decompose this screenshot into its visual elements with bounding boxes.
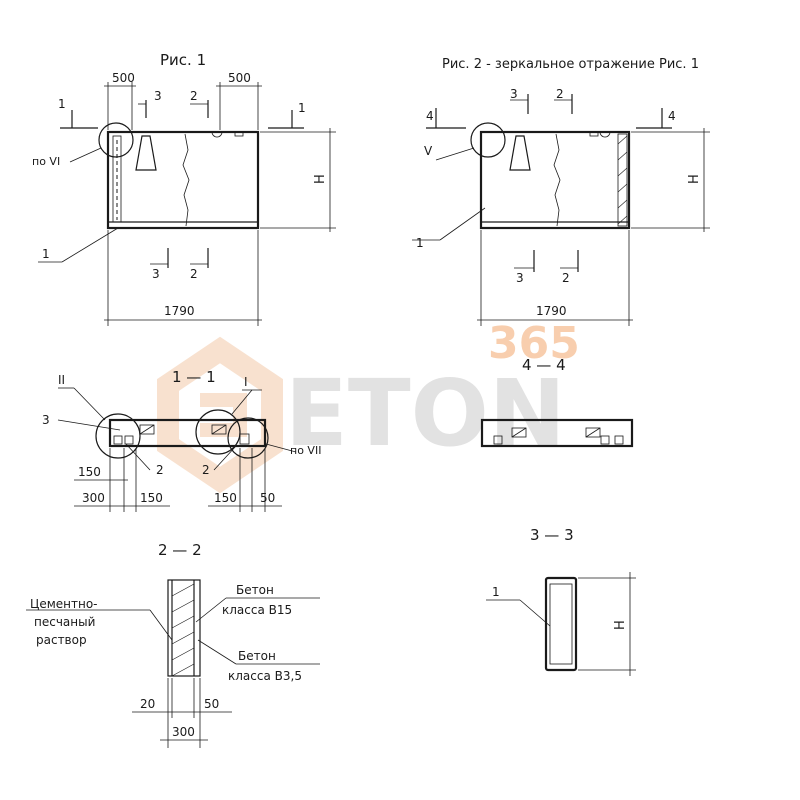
fig1-node-circle: [98, 122, 134, 158]
fig1-top-slot: [234, 131, 244, 137]
sec11-item2-right-label: 2: [202, 463, 210, 477]
fig2-section2-top-label: 2: [556, 87, 564, 101]
sec11-small-box-right: [239, 433, 250, 445]
watermark: ETON 365: [157, 318, 580, 494]
sec44-small-box-mid: [600, 435, 610, 445]
sec22-mortar-label-2: песчаный: [34, 615, 95, 629]
fig2-lifting-loop-icon: [509, 135, 531, 171]
sec22-title: 2 — 2: [158, 541, 202, 559]
fig1-section3-top-label: 3: [154, 89, 162, 103]
fig1-section3-bottom-label: 3: [152, 267, 160, 281]
sec22-concrete-b35-label-2: класса B3,5: [228, 669, 302, 683]
section-2-2: 2 — 2 Цементно- песчаный раствор Бетон к…: [26, 541, 320, 748]
fig2-right-edge-insulation: [617, 133, 628, 227]
sec11-node-i-label: I: [244, 375, 248, 389]
fig1-panel-outline: [106, 130, 260, 230]
fig1-section2-bottom-label: 2: [190, 267, 198, 281]
fig1-section1-left-label: 1: [58, 97, 66, 111]
sec11-node-i-circle: [195, 409, 241, 455]
sec44-title: 4 — 4: [522, 356, 566, 374]
sec11-node-vii-label: по VII: [290, 444, 321, 457]
sec22-concrete-b15-label-1: Бетон: [236, 583, 274, 597]
fig1-section1-right-label: 1: [298, 101, 306, 115]
section-4-4: 4 — 4: [480, 356, 634, 448]
sec33-title: 3 — 3: [530, 526, 574, 544]
fig2-section4-right-label: 4: [668, 109, 676, 123]
sec33-inner: [549, 583, 573, 665]
fig1-item-label: 1: [42, 247, 50, 261]
sec11-dim-150-a-label: 150: [78, 465, 101, 479]
fig2-dim-1790-label: 1790: [536, 304, 567, 318]
fig2-dim-height-label: Н: [687, 174, 702, 184]
sec22-concrete-hatch: [171, 583, 195, 677]
sec33-outline: [544, 576, 578, 672]
fig1-notch: [211, 131, 223, 138]
sec11-small-box-left: [113, 435, 123, 445]
sec22-mortar-label-3: раствор: [36, 633, 87, 647]
sec22-concrete-b15-label-2: класса B15: [222, 603, 292, 617]
watermark-number: 365: [488, 318, 580, 369]
sec22-mortar-label-1: Цементно-: [30, 597, 98, 611]
sec44-small-box-left: [493, 435, 503, 445]
fig1-break-line: [182, 133, 190, 227]
sec33-dim-height-label: Н: [613, 620, 628, 630]
fig1-item-leader: [61, 227, 119, 263]
fig2-top-slot: [589, 131, 599, 137]
sec11-item3-label: 3: [42, 413, 50, 427]
sec33-item-label: 1: [492, 585, 500, 599]
sec11-insert-left: [139, 424, 155, 435]
fig2-title: Рис. 2 - зеркальное отражение Рис. 1: [442, 57, 699, 72]
sec22-wall-outline: [167, 579, 201, 677]
sec22-concrete-b35-label-1: Бетон: [238, 649, 276, 663]
sec11-outline: [108, 418, 267, 448]
fig2-node-circle: [470, 122, 506, 158]
fig2-section2-bottom-label: 2: [562, 271, 570, 285]
sec11-node-vii-circle: [227, 417, 269, 459]
sec44-small-box-right: [614, 435, 624, 445]
fig1-dim-1790-label: 1790: [164, 304, 195, 318]
sec11-item2-left-label: 2: [156, 463, 164, 477]
sec22-dim-20-label: 20: [140, 697, 155, 711]
figure-2: Рис. 2 - зеркальное отражение Рис. 1 V 1…: [412, 57, 710, 326]
fig2-break-line: [553, 133, 561, 227]
sec11-dim-150-c-label: 150: [214, 491, 237, 505]
fig1-dim-height-label: Н: [313, 174, 328, 184]
sec11-node-ii-label: II: [58, 373, 65, 387]
sec22-dim-50-label: 50: [204, 697, 219, 711]
figure-1: Рис. 1 по VI 1 1 1 3 2 3: [32, 51, 336, 326]
watermark-brand: ETON: [285, 360, 566, 467]
sec11-dim-150-b-label: 150: [140, 491, 163, 505]
section-3-3: 3 — 3 1 Н: [486, 526, 636, 676]
fig1-section2-top-label: 2: [190, 89, 198, 103]
fig1-dim-500-right-label: 500: [228, 71, 251, 85]
section-1-1: 1 — 1 II I 3 2 2 по VII 150: [42, 368, 321, 512]
fig1-left-edge-insulation: [112, 135, 122, 223]
fig1-node-label: по VI: [32, 155, 60, 168]
sec44-insert-left: [511, 427, 527, 438]
fig2-panel-outline: [479, 130, 631, 230]
fig2-notch: [599, 131, 611, 138]
fig2-section3-top-label: 3: [510, 87, 518, 101]
fig1-lifting-loop-icon: [135, 135, 157, 171]
sec11-node-ii-circle: [95, 413, 141, 459]
sec11-dim-50-label: 50: [260, 491, 275, 505]
fig2-insulation-hatch: [617, 135, 628, 225]
sec11-dim-300-label: 300: [82, 491, 105, 505]
fig2-node-label: V: [424, 144, 433, 158]
fig2-section3-bottom-label: 3: [516, 271, 524, 285]
fig1-title: Рис. 1: [160, 51, 206, 69]
fig1-dim-500-left-label: 500: [112, 71, 135, 85]
sec44-outline: [480, 418, 634, 448]
sec22-dim-300-label: 300: [172, 725, 195, 739]
fig2-section4-left-label: 4: [426, 109, 434, 123]
sec11-insert-right: [211, 424, 227, 435]
sec44-insert-right: [585, 427, 601, 438]
sec11-title: 1 — 1: [172, 368, 216, 386]
fig2-item-label: 1: [416, 236, 424, 250]
fig1-node-leader: [69, 147, 102, 163]
